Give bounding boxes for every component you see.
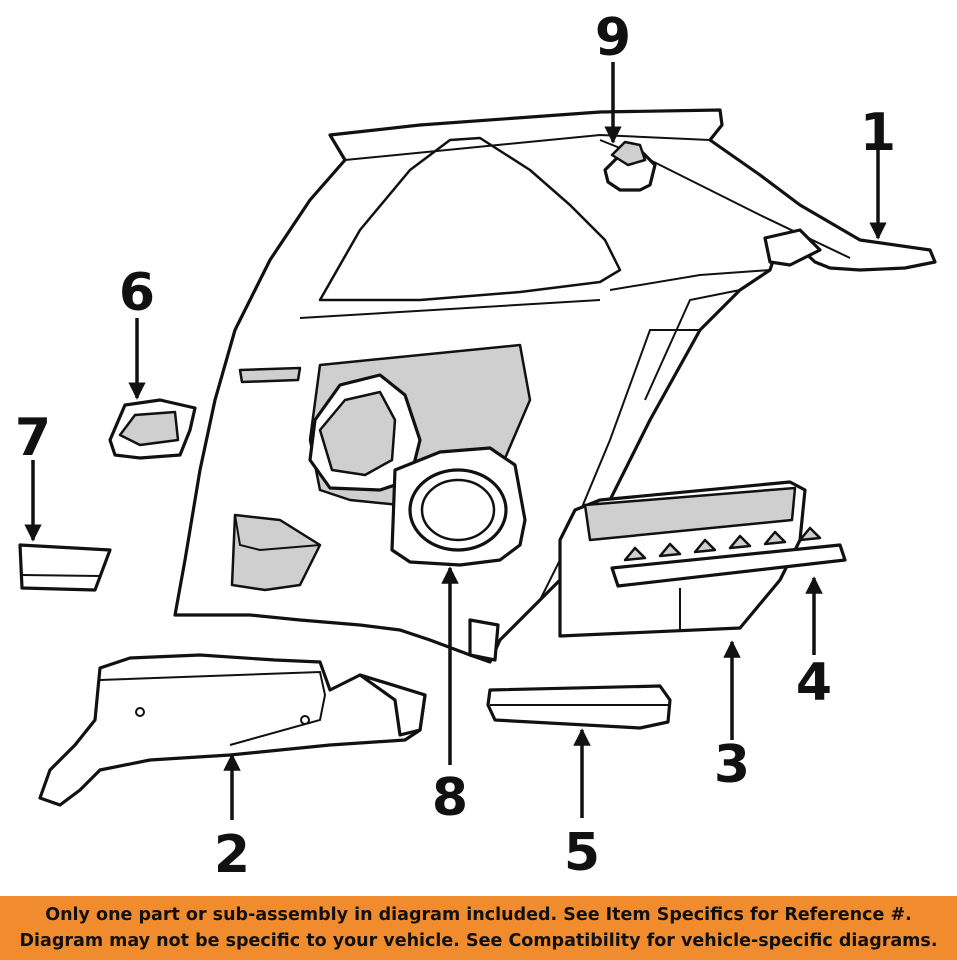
disclaimer-line-1: Only one part or sub-assembly in diagram… bbox=[45, 905, 912, 925]
part-7-trim-cover bbox=[18, 543, 112, 592]
part-2-lower-trim bbox=[38, 653, 427, 807]
disclaimer-banner: Only one part or sub-assembly in diagram… bbox=[0, 896, 957, 960]
part-9-push-clip bbox=[603, 140, 657, 192]
leader-arrows bbox=[24, 62, 887, 820]
callout-1: 1 bbox=[860, 103, 896, 163]
part-4-trim-rail bbox=[610, 526, 847, 588]
callout-6: 6 bbox=[119, 263, 155, 323]
callout-9: 9 bbox=[595, 8, 631, 68]
callout-4: 4 bbox=[796, 653, 832, 713]
parts-diagram: 1 2 3 4 5 6 7 8 9 bbox=[15, 8, 937, 885]
callout-8: 8 bbox=[432, 768, 468, 828]
callout-3: 3 bbox=[714, 735, 750, 795]
part-3-compartment bbox=[558, 480, 807, 638]
part-6-bracket bbox=[108, 398, 197, 460]
disclaimer-line-2: Diagram may not be specific to your vehi… bbox=[19, 931, 938, 951]
callout-5: 5 bbox=[564, 823, 600, 883]
part-1-quarter-trim-panel bbox=[173, 108, 937, 664]
part-8-speaker-grille bbox=[390, 446, 527, 567]
callout-7: 7 bbox=[15, 408, 51, 468]
callout-2: 2 bbox=[214, 825, 250, 885]
part-5-armrest-pad bbox=[486, 684, 672, 730]
